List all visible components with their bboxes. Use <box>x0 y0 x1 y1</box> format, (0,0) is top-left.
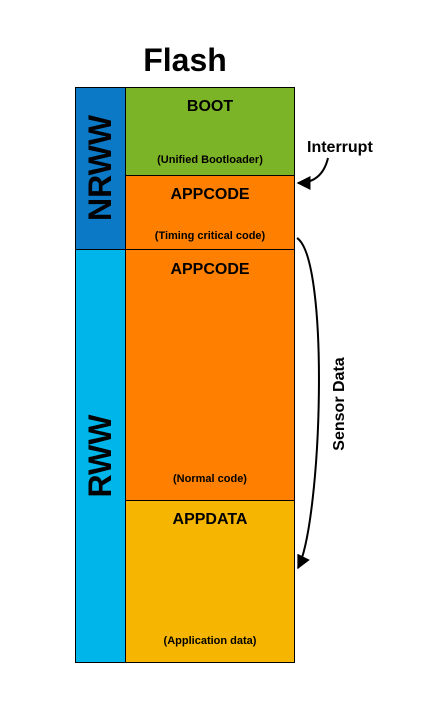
appdata-subtitle: (Application data) <box>163 635 257 647</box>
appcode-normal-block <box>125 249 295 501</box>
appcode-timing-critical-subtitle: (Timing critical code) <box>154 230 266 242</box>
sensor-data-label: Sensor Data <box>331 357 348 451</box>
nrww-section <box>75 87 126 250</box>
boot-subtitle: (Unified Bootloader) <box>157 154 263 166</box>
rww-section <box>75 249 126 663</box>
appcode-timing-critical-block <box>125 175 295 250</box>
boot-title: BOOT <box>186 98 234 115</box>
boot-block <box>125 87 295 176</box>
appcode-timing-critical-title: APPCODE <box>170 186 250 203</box>
appcode-normal-subtitle: (Normal code) <box>173 473 247 485</box>
appdata-block <box>125 500 295 663</box>
sensor-data-arrow <box>296 237 320 570</box>
interrupt-label: Interrupt <box>307 139 373 156</box>
diagram-title: Flash <box>143 42 227 78</box>
appdata-title: APPDATA <box>172 511 248 528</box>
interrupt-arrow <box>296 157 329 190</box>
appcode-normal-title: APPCODE <box>170 261 250 278</box>
